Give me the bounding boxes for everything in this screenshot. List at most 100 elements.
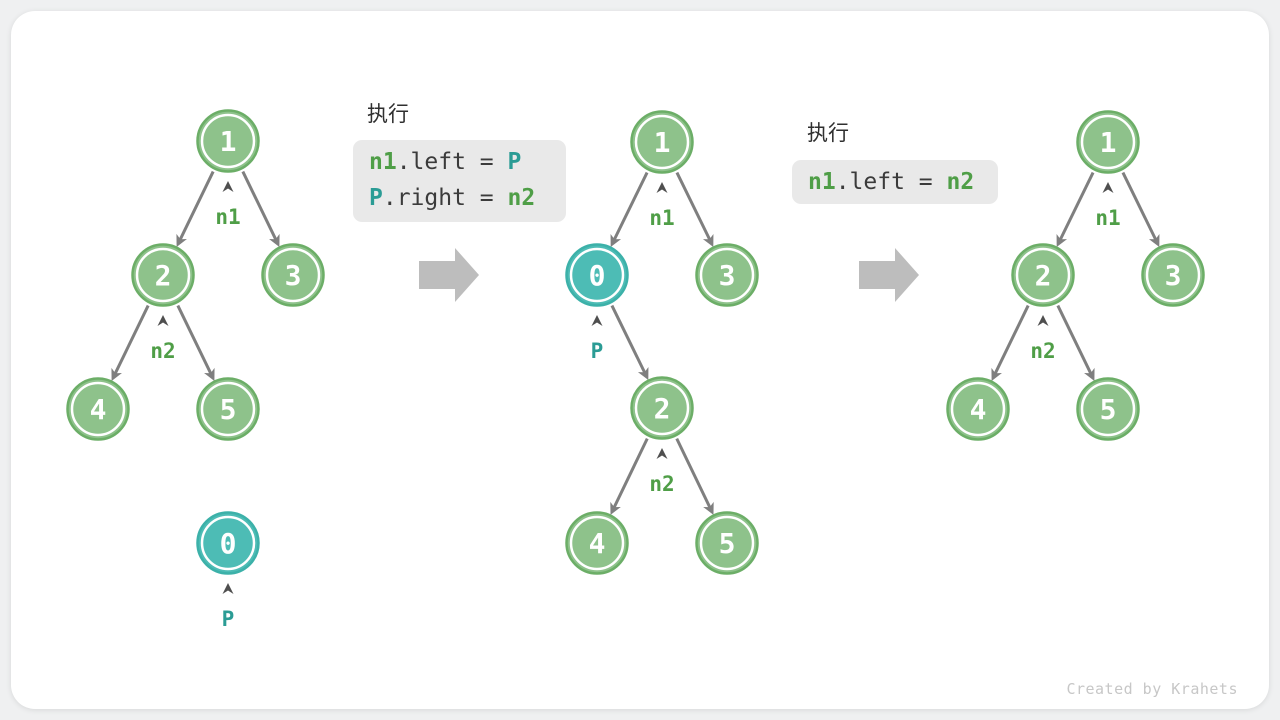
node-ring [1015, 247, 1071, 303]
tree-after: 1 n1 2 n2 3 4 5 [946, 110, 1205, 441]
node-ring [699, 247, 755, 303]
node-value: 4 [90, 393, 107, 426]
node-circle [261, 243, 325, 307]
node-value: 1 [220, 125, 237, 158]
edge-arrow [610, 437, 649, 515]
node-ring [265, 247, 321, 303]
node-circle [131, 243, 195, 307]
code-token: .left = [835, 169, 947, 195]
pointer-label-n1: n1 [1095, 206, 1120, 230]
node-ring [200, 113, 256, 169]
tree-node-4: 4 [66, 377, 130, 441]
node-ring [1145, 247, 1201, 303]
node-ring [569, 247, 625, 303]
code-token: n2 [507, 185, 536, 211]
tree-node-3: 3 [1141, 243, 1205, 307]
edge-arrow [675, 171, 714, 247]
tree-node-1: 1 [196, 109, 260, 173]
node-circle [695, 511, 759, 575]
code-token: .right = [382, 185, 508, 211]
node-value: 5 [220, 393, 237, 426]
exec-label-2: 执行 [807, 122, 849, 145]
tree-node-0: 0 [196, 511, 260, 575]
node-value: 1 [654, 126, 671, 159]
node-circle [565, 243, 629, 307]
node-circle [196, 377, 260, 441]
node-circle [630, 376, 694, 440]
node-ring [950, 381, 1006, 437]
pointer-label-P: P [222, 607, 235, 631]
tree-node-5: 5 [196, 377, 260, 441]
tree-node-3: 3 [695, 243, 759, 307]
tree-node-2: 2 [131, 243, 195, 307]
edge-arrow [610, 171, 649, 247]
tree-node-2: 2 [630, 376, 694, 440]
code-line: P.right = n2 [369, 180, 550, 216]
node-circle [946, 377, 1010, 441]
tree-node-3: 3 [261, 243, 325, 307]
node-value: 5 [1100, 393, 1117, 426]
node-value: 1 [1100, 126, 1117, 159]
step-arrow-icon [419, 248, 479, 302]
step-arrow-icon [859, 248, 919, 302]
node-value: 3 [285, 259, 302, 292]
code-token: P [507, 149, 522, 175]
edge-arrow [176, 170, 215, 247]
code-token: .left = [396, 149, 508, 175]
node-circle [1141, 243, 1205, 307]
pointer-label-n1: n1 [649, 206, 674, 230]
pointer-caret-icon [222, 583, 234, 594]
node-circle [695, 243, 759, 307]
node-value: 2 [155, 259, 172, 292]
node-value: 4 [589, 527, 606, 560]
pointer-caret-icon [1037, 315, 1049, 326]
edge-arrow [176, 304, 215, 381]
edge-arrow [610, 304, 649, 380]
node-ring [634, 380, 690, 436]
pointer-caret-icon [656, 182, 668, 193]
node-circle [630, 110, 694, 174]
node-ring [634, 114, 690, 170]
code-token: P [369, 185, 383, 211]
edge-arrow [1121, 171, 1160, 247]
edge-arrow [1056, 304, 1095, 381]
pointer-caret-icon [157, 315, 169, 326]
code-block-2: n1.left = n2 [792, 160, 998, 204]
node-circle [1076, 377, 1140, 441]
pointer-label-n1: n1 [215, 205, 240, 229]
pointer-label-n2: n2 [1030, 339, 1055, 363]
code-token: n1 [369, 149, 397, 175]
node-value: 3 [1165, 259, 1182, 292]
node-ring [135, 247, 191, 303]
node-value: 0 [220, 527, 237, 560]
edge-arrow [675, 437, 714, 515]
tree-node-4: 4 [565, 511, 629, 575]
watermark: Created by Krahets [1066, 680, 1238, 698]
code-token: n2 [946, 169, 975, 195]
tree-node-1: 1 [630, 110, 694, 174]
tree-node-5: 5 [1076, 377, 1140, 441]
node-circle [1076, 110, 1140, 174]
tree-node-1: 1 [1076, 110, 1140, 174]
node-circle [66, 377, 130, 441]
node-ring [200, 381, 256, 437]
exec-label-1: 执行 [367, 103, 409, 126]
node-ring [1080, 381, 1136, 437]
node-ring [699, 515, 755, 571]
node-ring [70, 381, 126, 437]
pointer-caret-icon [656, 448, 668, 459]
pointer-label-n2: n2 [150, 339, 175, 363]
node-value: 2 [1035, 259, 1052, 292]
code-line: n1.left = P [369, 144, 550, 180]
pointer-label-P: P [591, 339, 604, 363]
tree-node-4: 4 [946, 377, 1010, 441]
node-ring [1080, 114, 1136, 170]
node-circle [196, 109, 260, 173]
node-circle [1011, 243, 1075, 307]
tree-node-2: 2 [1011, 243, 1075, 307]
edge-arrow [1056, 171, 1095, 247]
node-value: 4 [970, 393, 987, 426]
node-value: 2 [654, 392, 671, 425]
